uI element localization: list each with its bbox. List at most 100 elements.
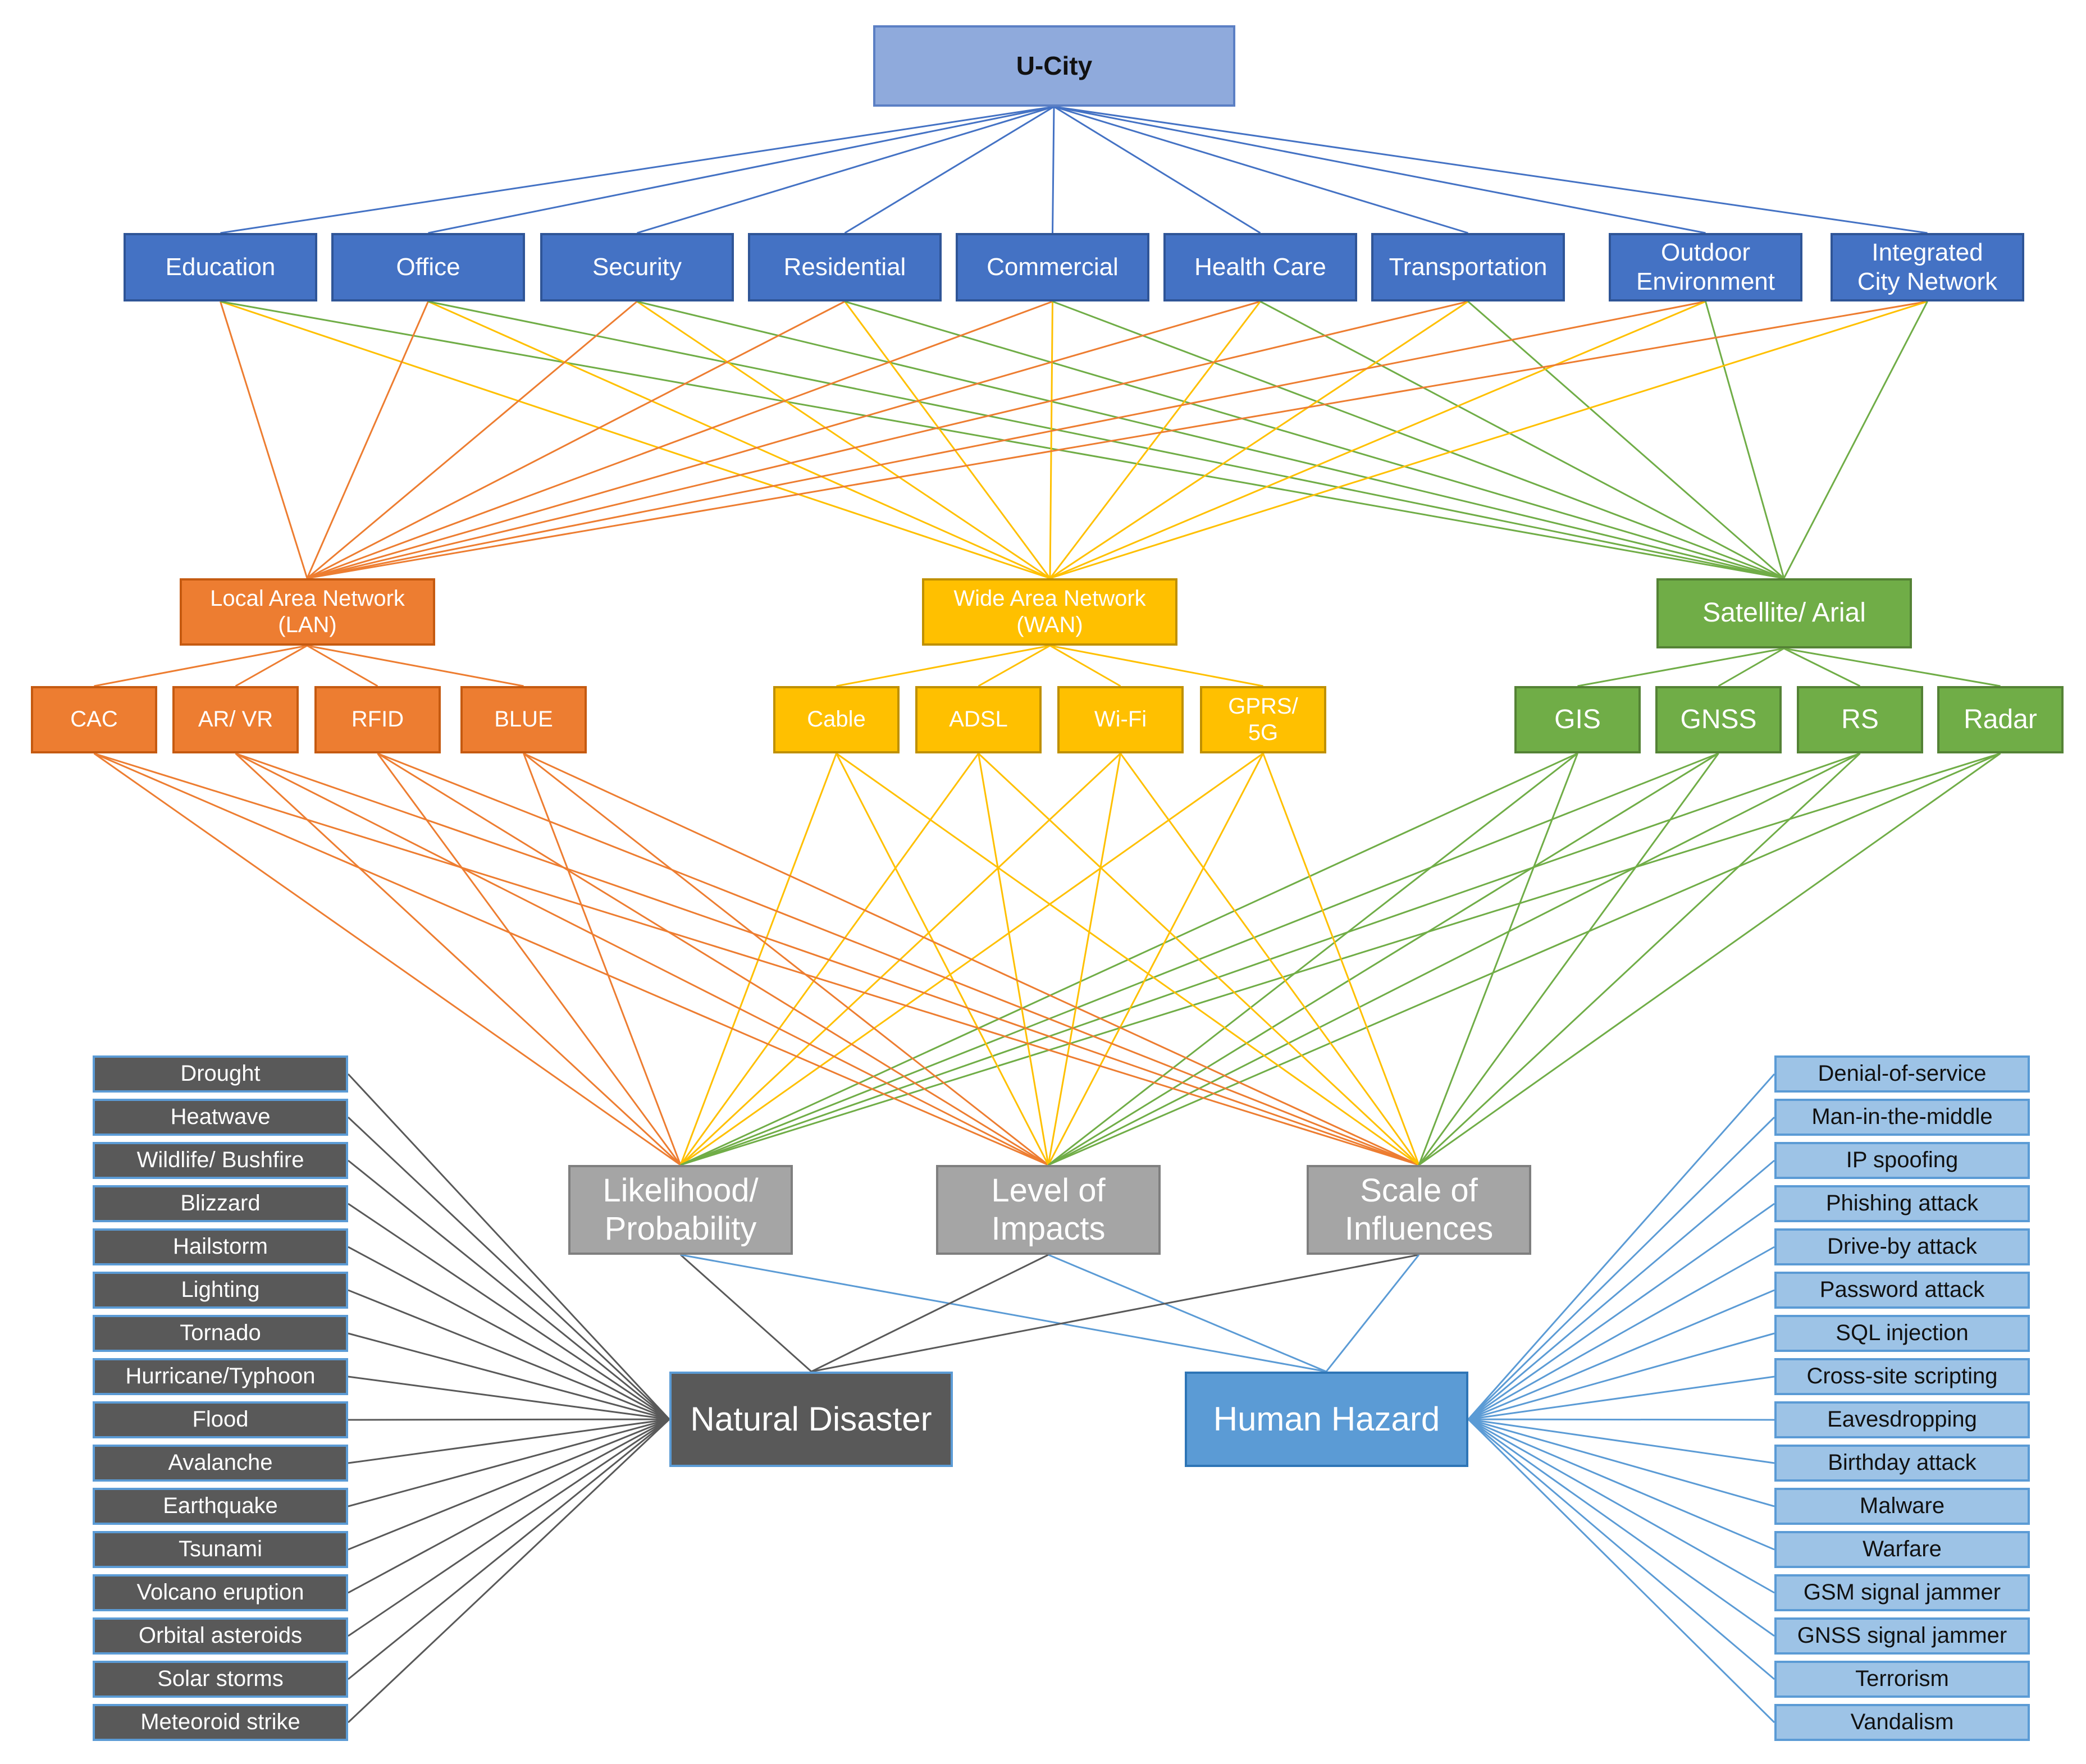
link-domain-0-to-lan <box>220 301 308 579</box>
domain-box-outdoor-environment: Outdoor Environment <box>1609 233 1802 301</box>
satellite-tech-radar: Radar <box>1937 686 2064 753</box>
human-item-gsm-signal-jammer: GSM signal jammer <box>1774 1574 2030 1611</box>
link-domain-0-to-wan <box>220 300 1051 579</box>
human-item-drive-by-attack: Drive-by attack <box>1774 1228 2030 1265</box>
u-city-node: U-City <box>873 25 1235 107</box>
link-domain-3-to-lan <box>307 300 846 579</box>
link-risk-0-to-natural <box>680 1254 812 1373</box>
link-ucity-to-domain-3 <box>844 106 1055 234</box>
human-item-terrorism: Terrorism <box>1774 1661 2030 1698</box>
natural-item-wildlife-bushfire: Wildlife/ Bushfire <box>93 1142 348 1179</box>
link-natural-item-5 <box>348 1289 670 1420</box>
link-wan-tech-1-to-risk-1 <box>978 753 1049 1166</box>
link-human-item-5 <box>1468 1289 1775 1420</box>
link-human-item-11 <box>1468 1418 1775 1551</box>
link-satellite-tech-0-to-risk-1 <box>1048 752 1578 1166</box>
link-satellite-tech-2-to-risk-2 <box>1418 752 1861 1166</box>
link-human-item-15 <box>1467 1418 1775 1724</box>
link-ucity-to-domain-1 <box>428 106 1055 234</box>
risk-box-level-of-impacts: Level of Impacts <box>936 1165 1161 1255</box>
natural-item-orbital-asteroids: Orbital asteroids <box>93 1617 348 1655</box>
link-ucity-to-domain-2 <box>637 106 1055 234</box>
link-natural-item-7 <box>348 1375 670 1420</box>
lan-tech-blue: BLUE <box>460 686 587 753</box>
human-item-ip-spoofing: IP spoofing <box>1774 1142 2030 1179</box>
link-natural-item-2 <box>348 1159 670 1420</box>
natural-item-lighting: Lighting <box>93 1272 348 1309</box>
link-domain-2-to-wan <box>636 300 1051 579</box>
natural-item-volcano-eruption: Volcano eruption <box>93 1574 348 1611</box>
human-item-denial-of-service: Denial-of-service <box>1774 1055 2030 1093</box>
natural-item-avalanche: Avalanche <box>93 1445 348 1482</box>
link-satellite-tech-1-to-risk-1 <box>1048 752 1719 1166</box>
human-item-gnss-signal-jammer: GNSS signal jammer <box>1774 1617 2030 1655</box>
link-domain-7-to-satellite <box>1705 301 1785 579</box>
link-human-item-4 <box>1468 1246 1775 1420</box>
lan-node: Local Area Network (LAN) <box>180 578 435 646</box>
link-domain-5-to-wan <box>1049 301 1261 579</box>
domain-box-integrated-city-network: Integrated City Network <box>1831 233 2024 301</box>
link-lan-tech-2-to-risk-1 <box>377 752 1049 1166</box>
link-wan-to-tech-0 <box>836 645 1051 687</box>
link-domain-6-to-satellite <box>1467 300 1784 579</box>
link-natural-item-9 <box>348 1418 670 1464</box>
link-domain-6-to-wan <box>1049 300 1469 579</box>
link-natural-item-14 <box>348 1418 670 1680</box>
link-domain-8-to-satellite <box>1783 301 1928 579</box>
link-risk-1-to-natural <box>811 1254 1049 1373</box>
lan-tech-ar-vr: AR/ VR <box>172 686 299 753</box>
link-lan-to-tech-3 <box>307 645 524 687</box>
link-human-item-6 <box>1468 1332 1775 1420</box>
link-human-item-14 <box>1468 1418 1775 1680</box>
link-ucity-to-domain-0 <box>220 106 1055 234</box>
human-item-warfare: Warfare <box>1774 1531 2030 1568</box>
human-item-birthday-attack: Birthday attack <box>1774 1445 2030 1482</box>
link-lan-tech-3-to-risk-2 <box>523 752 1419 1166</box>
link-wan-tech-3-to-risk-1 <box>1047 753 1264 1166</box>
natural-item-drought: Drought <box>93 1055 348 1093</box>
link-domain-4-to-satellite <box>1052 300 1784 579</box>
risk-box-scale-of-influences: Scale of Influences <box>1307 1165 1531 1255</box>
link-domain-7-to-wan <box>1049 300 1706 579</box>
link-lan-tech-3-to-risk-1 <box>523 752 1049 1166</box>
link-satellite-to-tech-1 <box>1718 647 1784 687</box>
link-domain-3-to-satellite <box>845 300 1784 579</box>
link-lan-tech-1-to-risk-1 <box>235 752 1049 1166</box>
satellite-tech-gnss: GNSS <box>1655 686 1782 753</box>
link-domain-4-to-lan <box>307 300 1053 579</box>
link-lan-tech-2-to-risk-0 <box>377 753 682 1166</box>
link-risk-0-to-human <box>680 1254 1327 1373</box>
wan-tech-gprs-5g: GPRS/ 5G <box>1200 686 1326 753</box>
link-domain-4-to-wan <box>1049 301 1053 579</box>
link-ucity-to-domain-8 <box>1053 106 1928 234</box>
satellite-node: Satellite/ Arial <box>1656 578 1912 648</box>
domain-box-education: Education <box>124 233 317 301</box>
link-lan-tech-0-to-risk-1 <box>93 752 1049 1166</box>
link-domain-1-to-satellite <box>428 300 1784 579</box>
human-item-cross-site-scripting: Cross-site scripting <box>1774 1358 2030 1395</box>
link-natural-item-15 <box>347 1418 670 1724</box>
link-domain-8-to-lan <box>307 300 1928 579</box>
link-natural-item-8 <box>348 1418 670 1421</box>
link-lan-to-tech-2 <box>307 645 378 687</box>
human-item-malware: Malware <box>1774 1488 2030 1525</box>
human-item-vandalism: Vandalism <box>1774 1704 2030 1741</box>
link-natural-item-12 <box>348 1418 670 1594</box>
link-wan-tech-1-to-risk-2 <box>978 752 1420 1166</box>
link-lan-tech-2-to-risk-2 <box>377 752 1419 1166</box>
link-satellite-to-tech-0 <box>1577 647 1784 687</box>
domain-box-residential: Residential <box>748 233 942 301</box>
wan-tech-cable: Cable <box>773 686 900 753</box>
link-domain-2-to-lan <box>307 300 638 579</box>
link-natural-item-10 <box>348 1418 670 1507</box>
lan-tech-rfid: RFID <box>314 686 441 753</box>
human-hazard-node: Human Hazard <box>1185 1372 1468 1467</box>
link-natural-item-1 <box>347 1116 670 1420</box>
natural-item-meteoroid-strike: Meteoroid strike <box>93 1704 348 1741</box>
risk-box-likelihood-probability: Likelihood/ Probability <box>568 1165 793 1255</box>
natural-disaster-node: Natural Disaster <box>669 1372 953 1467</box>
link-wan-to-tech-2 <box>1049 645 1121 687</box>
natural-item-flood: Flood <box>93 1401 348 1438</box>
natural-item-heatwave: Heatwave <box>93 1099 348 1136</box>
link-lan-tech-0-to-risk-0 <box>93 752 681 1166</box>
